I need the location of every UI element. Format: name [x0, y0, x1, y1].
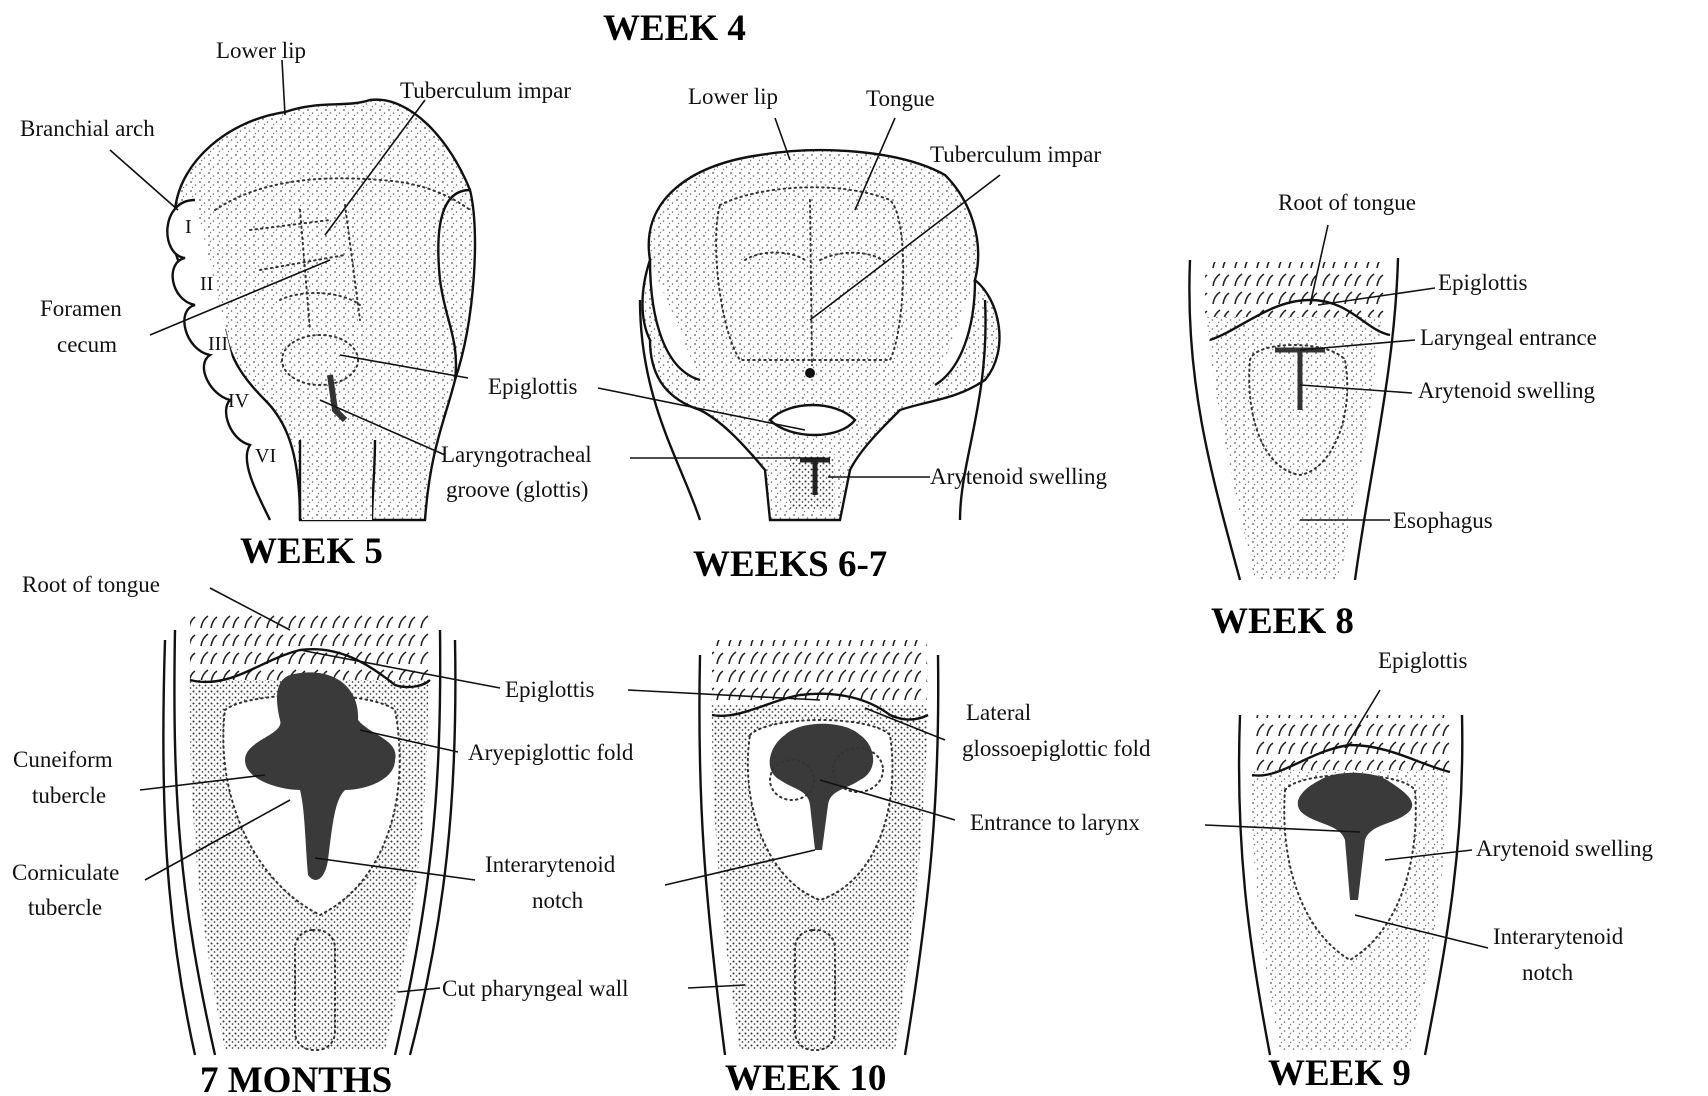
arch-label-II: II: [200, 273, 213, 295]
label-7m-root-of-tongue: Root of tongue: [22, 572, 160, 597]
label-week8-arytenoid-swelling: Arytenoid swelling: [1418, 378, 1595, 403]
arch-label-I: I: [185, 216, 192, 238]
label-week9-interarytenoid-notch-line2: notch: [1522, 960, 1574, 985]
label-week9-epiglottis: Epiglottis: [1378, 648, 1468, 673]
label-weeks67-tuberculum-impar: Tuberculum impar: [930, 142, 1101, 167]
title-week-8: WEEK 8: [1211, 601, 1354, 642]
label-week5-branchial-arch: Branchial arch: [20, 116, 155, 141]
label-week10-lateral-glossoepiglottic-fold-line1: Lateral: [966, 700, 1031, 725]
label-7m-cuneiform-tubercle-line2: tubercle: [32, 783, 106, 808]
week-5-drawing: I II III IV VI: [167, 100, 475, 520]
title-7-months: 7 MONTHS: [200, 1060, 392, 1096]
label-weeks67-arytenoid-swelling: Arytenoid swelling: [930, 464, 1107, 489]
title-week-5: WEEK 5: [240, 531, 383, 572]
label-weeks67-lower-lip: Lower lip: [688, 84, 778, 109]
week-8-drawing: [1189, 258, 1398, 580]
title-week-9: WEEK 9: [1268, 1053, 1411, 1094]
label-7m-cuneiform-tubercle-line1: Cuneiform: [13, 747, 113, 772]
arch-label-IV: IV: [228, 390, 250, 412]
label-week9-arytenoid-swelling: Arytenoid swelling: [1476, 836, 1653, 861]
label-7m-interarytenoid-notch-line1: Interarytenoid: [485, 852, 616, 877]
label-7m-corniculate-tubercle-line2: tubercle: [28, 895, 102, 920]
label-week8-laryngeal-entrance: Laryngeal entrance: [1420, 325, 1597, 350]
label-week9-interarytenoid-notch-line1: Interarytenoid: [1493, 924, 1624, 949]
7-months-drawing: [163, 610, 455, 1055]
label-7m-corniculate-tubercle-line1: Corniculate: [12, 860, 119, 885]
label-7m-cut-pharyngeal-wall: Cut pharyngeal wall: [442, 976, 629, 1001]
label-week8-esophagus: Esophagus: [1393, 508, 1493, 533]
arch-label-III: III: [208, 333, 228, 355]
title-week-10: WEEK 10: [725, 1058, 886, 1096]
label-week5-lower-lip: Lower lip: [216, 38, 306, 63]
label-week5-foramen-cecum-line1: Foramen: [40, 296, 122, 321]
label-7m-epiglottis: Epiglottis: [505, 677, 595, 702]
arch-label-VI: VI: [255, 445, 276, 467]
label-week5-foramen-cecum-line2: cecum: [57, 332, 117, 357]
title-week-4: WEEK 4: [603, 8, 746, 49]
title-weeks-6-7: WEEKS 6-7: [693, 544, 887, 585]
label-week10-entrance-to-larynx: Entrance to larynx: [970, 810, 1140, 835]
label-epiglottis-shared: Epiglottis: [488, 374, 578, 399]
label-7m-interarytenoid-notch-line2: notch: [532, 888, 584, 913]
label-week5-tuberculum-impar: Tuberculum impar: [400, 78, 571, 103]
week-10-drawing: [699, 640, 938, 1055]
label-laryngotracheal-groove-line1: Laryngotracheal: [441, 442, 592, 467]
label-week8-root-of-tongue: Root of tongue: [1278, 190, 1416, 215]
week-9-drawing: [1239, 715, 1462, 1055]
label-week8-epiglottis: Epiglottis: [1438, 270, 1528, 295]
label-7m-aryepiglottic-fold: Aryepiglottic fold: [468, 740, 634, 765]
label-week10-lateral-glossoepiglottic-fold-line2: glossoepiglottic fold: [962, 736, 1151, 761]
label-laryngotracheal-groove-line2: groove (glottis): [446, 477, 588, 502]
label-weeks67-tongue: Tongue: [866, 86, 935, 111]
